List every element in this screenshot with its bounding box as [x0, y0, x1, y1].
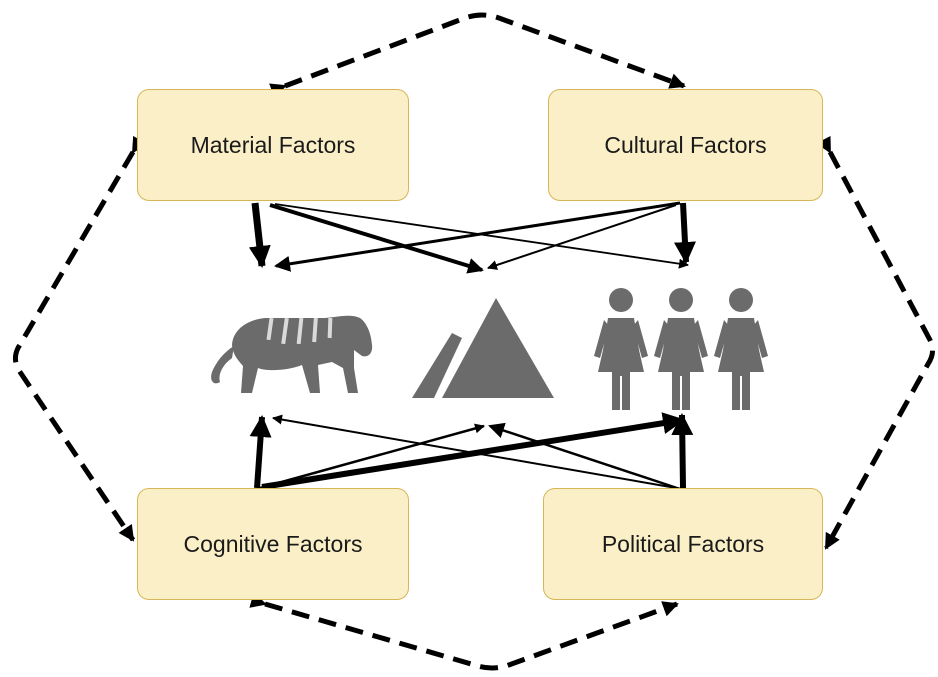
cultural-factors-box: Cultural Factors	[548, 89, 823, 201]
dashed-arrow-material-cognitive	[12, 135, 147, 542]
tiger-icon	[211, 315, 373, 393]
arrow-cultural-to-tiger	[274, 201, 681, 272]
arrow-cultural-to-mountain	[487, 204, 677, 270]
material-factors-box: Material Factors	[137, 89, 409, 201]
arrow-material-to-mountain	[269, 203, 484, 274]
arrow-cultural-to-people	[673, 202, 696, 264]
cognitive-factors-box: Cognitive Factors	[137, 488, 409, 600]
mountain-icon	[412, 298, 554, 398]
bottom-solid-arrows	[249, 412, 694, 491]
dashed-arrow-cultural-political	[816, 135, 936, 550]
arrow-cognitive-to-tiger	[249, 415, 272, 489]
arrow-material-to-tiger	[248, 202, 271, 268]
arrow-political-to-mountain	[488, 422, 681, 491]
dashed-feedback-loop	[12, 12, 936, 671]
cultural-factors-label: Cultural Factors	[604, 131, 767, 158]
person-figure	[654, 288, 708, 410]
political-factors-label: Political Factors	[601, 530, 765, 557]
arrow-political-to-people	[671, 413, 694, 489]
arrow-cognitive-to-mountain	[259, 423, 485, 490]
material-factors-label: Material Factors	[190, 131, 356, 158]
cognitive-factors-label: Cognitive Factors	[183, 530, 363, 557]
political-factors-box: Political Factors	[543, 488, 823, 600]
person-figure	[594, 288, 648, 410]
arrow-political-to-tiger	[272, 414, 683, 490]
top-solid-arrows	[248, 201, 696, 274]
dashed-arrow-material-cultural	[269, 12, 686, 99]
person-figure	[714, 288, 768, 410]
people-icon	[594, 288, 768, 410]
dashed-arrow-cognitive-political	[249, 592, 679, 671]
